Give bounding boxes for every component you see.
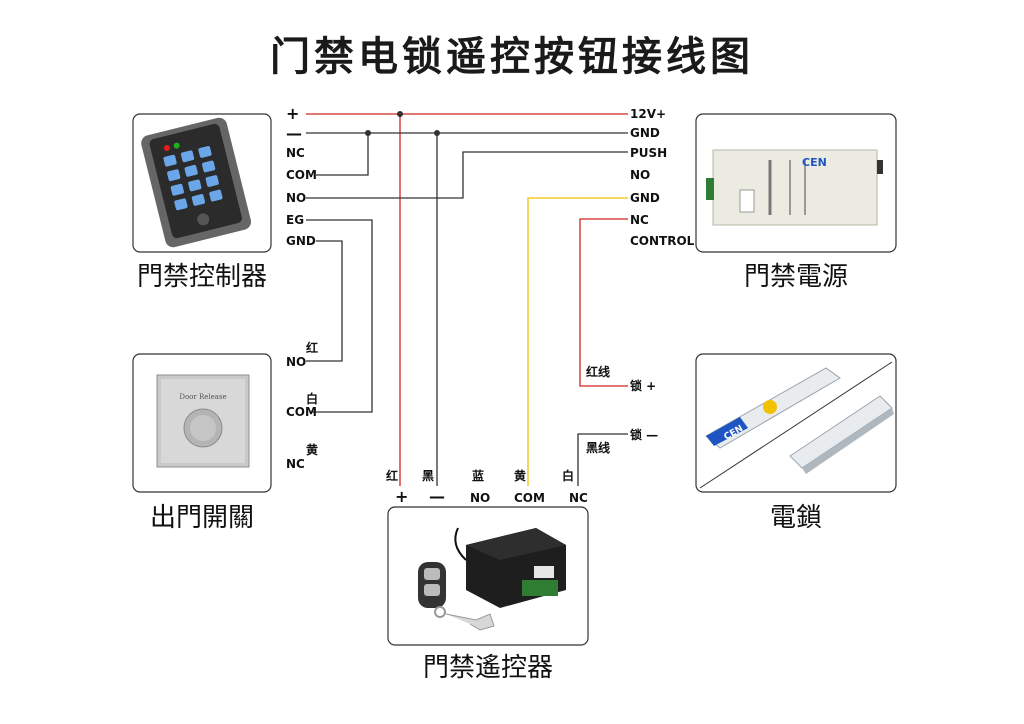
power-device: CEN 門禁電源 12V+ GND PUSH NO GND NC CONTROL — [630, 107, 897, 292]
power-terminal-gnd2: GND — [630, 191, 660, 205]
remote-terminal-no: NO — [470, 491, 490, 505]
controller-caption: 門禁控制器 — [137, 262, 267, 292]
exit-button-device: Door Release 出門開關 红 NO 白 COM 黄 NC — [132, 340, 318, 533]
controller-device: 門禁控制器 + — NC COM NO EG GND — [132, 104, 317, 292]
wire-eg-com — [306, 219, 373, 413]
remote-device: 門禁遙控器 红 黑 蓝 黄 白 + — NO COM NC — [386, 468, 589, 683]
power-terminal-push: PUSH — [630, 146, 667, 160]
wires — [306, 113, 628, 486]
exit-terminal-com: COM — [286, 405, 317, 419]
junction-dot — [434, 130, 440, 136]
remote-wire-white: 白 — [562, 468, 574, 483]
lock-terminal-minus: 锁 — — [630, 427, 658, 442]
exit-button-panel-text: Door Release — [179, 393, 226, 401]
controller-terminal-eg: EG — [286, 213, 304, 227]
exit-wire-red: 红 — [306, 340, 318, 355]
junction-dot — [397, 111, 403, 117]
lock-wire-red-label: 红线 — [586, 364, 610, 379]
wire-push-no — [306, 151, 628, 199]
power-caption: 門禁電源 — [744, 262, 848, 292]
power-brand-logo: CEN — [802, 156, 827, 169]
diagram-title: 门禁电锁遥控按钮接线图 — [270, 34, 754, 80]
power-terminal-control: CONTROL — [630, 234, 695, 248]
remote-keyfob-icon — [418, 562, 495, 631]
lock-divider — [699, 361, 893, 489]
lock-wire-black-label: 黑线 — [586, 440, 610, 455]
controller-terminal-plus: + — [286, 104, 299, 123]
remote-wire-yellow: 黄 — [514, 468, 526, 483]
power-terminal-nc: NC — [630, 213, 649, 227]
remote-wire-black: 黑 — [422, 469, 434, 483]
exit-wire-yellow: 黄 — [306, 442, 318, 457]
wire-nc-lockplus — [579, 218, 628, 387]
power-supply-icon — [706, 149, 883, 226]
exit-terminal-nc: NC — [286, 457, 305, 471]
power-terminal-12v: 12V+ — [630, 107, 666, 121]
remote-receiver-icon — [454, 527, 566, 608]
electric-lock-icon — [705, 367, 894, 474]
controller-terminal-minus: — — [286, 124, 302, 143]
wire-remotenc-lockminus — [577, 433, 628, 486]
remote-wire-red: 红 — [386, 468, 398, 483]
wire-gnd-com — [527, 197, 628, 486]
remote-wire-blue: 蓝 — [472, 468, 484, 483]
keypad-icon — [141, 117, 252, 248]
lock-terminal-plus: 锁 + — [630, 378, 656, 393]
exit-wire-white: 白 — [306, 391, 318, 406]
controller-terminal-no: NO — [286, 191, 306, 205]
exit-button-icon — [156, 374, 250, 468]
remote-terminal-nc: NC — [569, 491, 588, 505]
controller-terminal-nc: NC — [286, 146, 305, 160]
exit-terminal-no: NO — [286, 355, 306, 369]
lock-caption: 電鎖 — [770, 503, 822, 533]
power-terminal-no: NO — [630, 168, 650, 182]
exit-button-caption: 出門開關 — [150, 503, 254, 533]
junction-dot — [365, 130, 371, 136]
power-terminal-gnd1: GND — [630, 126, 660, 140]
remote-terminal-com: COM — [514, 491, 545, 505]
controller-terminal-com: COM — [286, 168, 317, 182]
remote-caption: 門禁遙控器 — [423, 653, 553, 683]
controller-terminal-gnd: GND — [286, 234, 316, 248]
lock-device: CEN 電鎖 红线 锁 + 黑线 锁 — — [586, 353, 897, 533]
wire-gnd-no — [306, 240, 343, 362]
remote-terminal-plus: + — [395, 487, 408, 506]
remote-terminal-minus: — — [429, 487, 445, 506]
wire-controller-com — [316, 133, 369, 176]
